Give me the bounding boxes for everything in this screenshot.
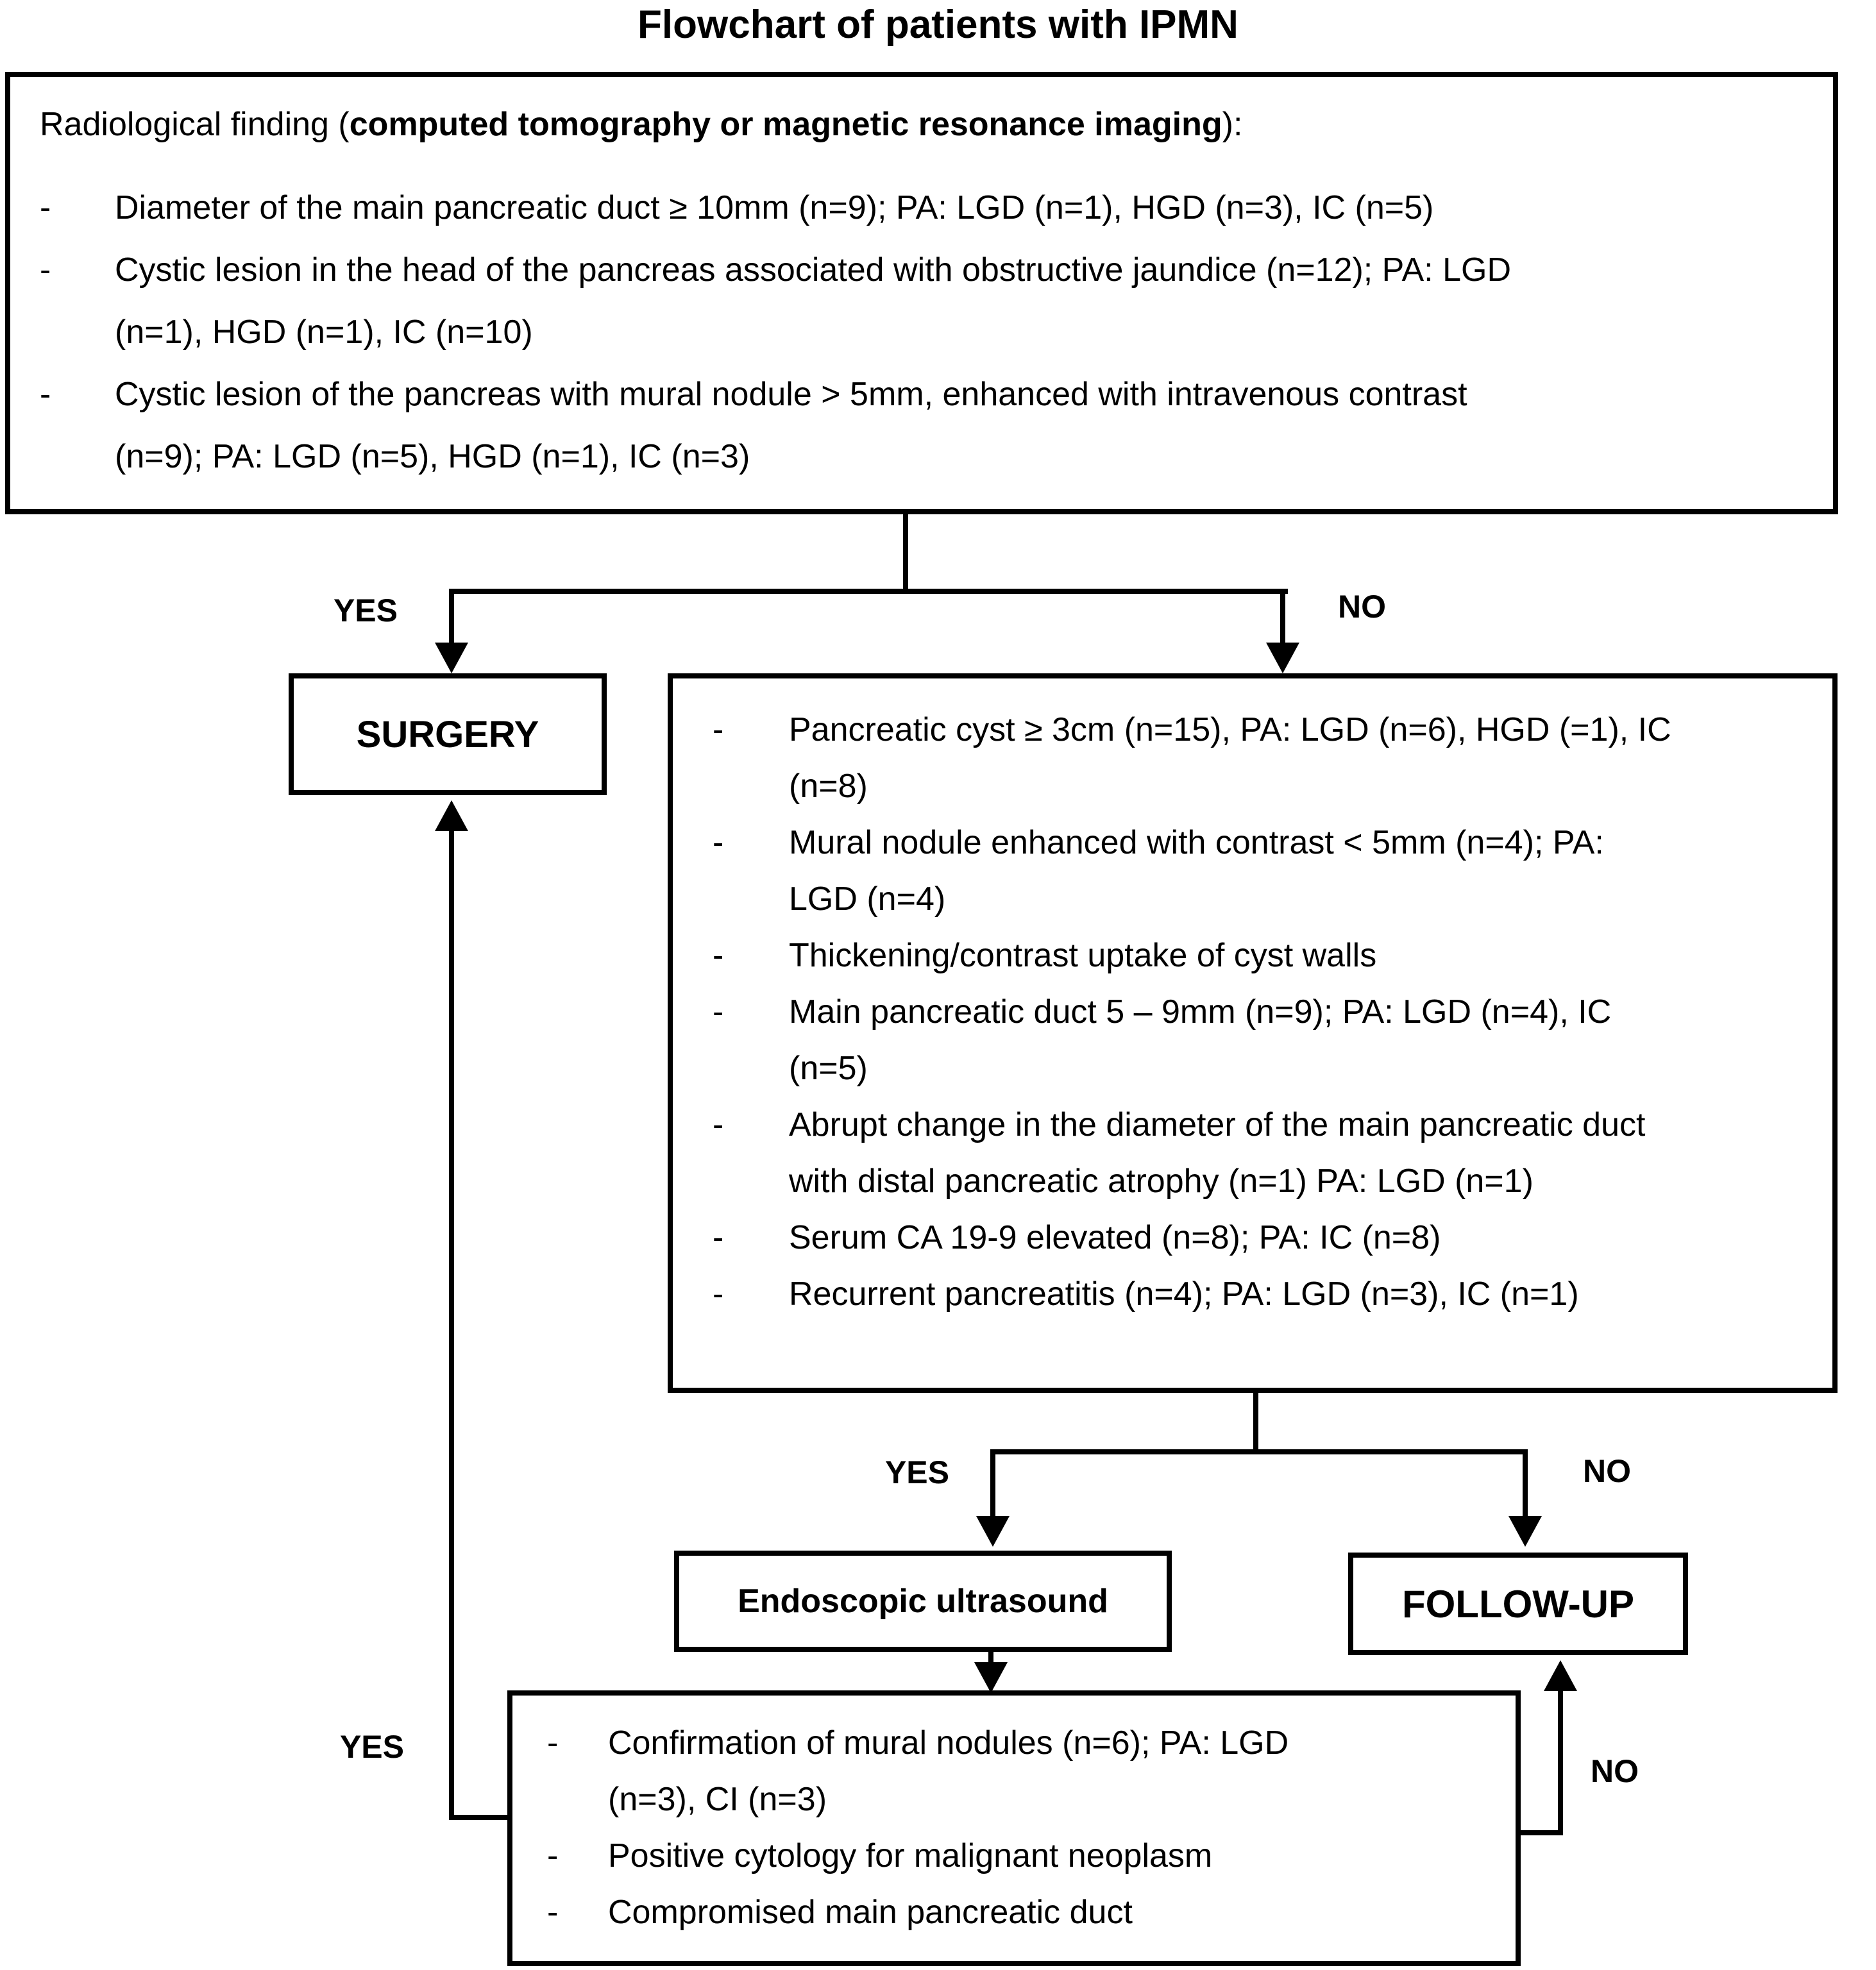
followup-label: FOLLOW-UP: [1401, 1582, 1635, 1626]
list-item: - Mural nodule enhanced with contrast < …: [713, 814, 1814, 927]
bullet-marker: -: [713, 711, 724, 748]
radiological-findings-box: Radiological finding (computed tomograph…: [5, 72, 1838, 514]
eus-finding-mural-nodules: Confirmation of mural nodules (n=6); PA:…: [608, 1724, 1289, 1818]
arrowhead-to-criteria: [1266, 643, 1299, 673]
arrowhead-to-surgery-return: [435, 800, 468, 831]
branch2-no-label: NO: [1583, 1453, 1631, 1489]
surgery-box: SURGERY: [289, 673, 607, 795]
criterion-abrupt-change: Abrupt change in the diameter of the mai…: [789, 1106, 1646, 1200]
radiological-findings-heading: Radiological finding (computed tomograph…: [40, 94, 1818, 155]
heading-bold-modalities: computed tomography or magnetic resonanc…: [349, 106, 1222, 143]
branch2-yes-label: YES: [884, 1454, 949, 1490]
arrowhead-to-followup: [1508, 1516, 1542, 1547]
list-item: - Compromised main pancreatic duct: [547, 1884, 1500, 1941]
page-title: Flowchart of patients with IPMN: [638, 3, 1238, 47]
connector-branch2-no-drop: [1523, 1449, 1528, 1516]
bullet-marker: -: [713, 1219, 724, 1256]
criterion-pancreatitis: Recurrent pancreatitis (n=4); PA: LGD (n…: [789, 1275, 1579, 1313]
connector-yes-return-vertical: [449, 831, 454, 1820]
eus-no-label: NO: [1591, 1753, 1639, 1789]
list-item: - Cystic lesion in the head of the pancr…: [40, 239, 1818, 364]
bullet-marker: -: [713, 1106, 724, 1143]
connector-no-return-vertical: [1558, 1690, 1563, 1835]
branch1-yes-label: YES: [333, 593, 398, 628]
list-item: - Abrupt change in the diameter of the m…: [713, 1097, 1814, 1209]
connector-branch2-bar: [990, 1449, 1528, 1454]
connector-branch1-no-drop: [1280, 589, 1285, 643]
arrowhead-to-surgery: [435, 643, 468, 673]
connector-branch1-stem: [903, 514, 908, 594]
bullet-marker: -: [547, 1724, 559, 1762]
bullet-marker: -: [40, 376, 51, 413]
connector-branch1-bar: [449, 589, 1288, 594]
bullet-marker: -: [547, 1894, 559, 1931]
branch1-no-label: NO: [1338, 589, 1386, 625]
connector-branch2-yes-drop: [990, 1449, 995, 1516]
eus-yes-label: YES: [339, 1729, 404, 1765]
criterion-main-duct: Main pancreatic duct 5 – 9mm (n=9); PA: …: [789, 993, 1612, 1087]
arrowhead-to-eus-findings: [974, 1662, 1008, 1693]
surgery-label: SURGERY: [356, 713, 539, 755]
bullet-marker: -: [713, 1275, 724, 1313]
list-item: - Recurrent pancreatitis (n=4); PA: LGD …: [713, 1266, 1814, 1322]
connector-branch1-yes-drop: [449, 589, 454, 643]
finding-mural-nodule: Cystic lesion of the pancreas with mural…: [115, 376, 1467, 475]
connector-yes-return-horizontal: [449, 1815, 507, 1820]
bullet-marker: -: [713, 824, 724, 861]
eus-finding-cytology: Positive cytology for malignant neoplasm: [608, 1837, 1213, 1874]
bullet-marker: -: [547, 1837, 559, 1874]
finding-cystic-lesion-head: Cystic lesion in the head of the pancrea…: [115, 251, 1511, 351]
finding-duct-diameter: Diameter of the main pancreatic duct ≥ 1…: [115, 189, 1434, 226]
criterion-ca19-9: Serum CA 19-9 elevated (n=8); PA: IC (n=…: [789, 1219, 1441, 1256]
bullet-marker: -: [713, 993, 724, 1031]
criterion-pancreatic-cyst: Pancreatic cyst ≥ 3cm (n=15), PA: LGD (n…: [789, 711, 1671, 805]
bullet-marker: -: [40, 251, 51, 289]
criterion-thickening: Thickening/contrast uptake of cyst walls: [789, 937, 1377, 974]
connector-no-return-horizontal: [1521, 1830, 1563, 1835]
arrowhead-to-eus: [976, 1516, 1010, 1547]
endoscopic-ultrasound-box: Endoscopic ultrasound: [674, 1551, 1172, 1652]
list-item: - Main pancreatic duct 5 – 9mm (n=9); PA…: [713, 984, 1814, 1097]
heading-prefix: Radiological finding (: [40, 106, 350, 143]
bullet-marker: -: [40, 189, 51, 226]
endoscopic-ultrasound-label: Endoscopic ultrasound: [738, 1583, 1108, 1620]
arrowhead-to-followup-return: [1544, 1660, 1577, 1691]
list-item: - Diameter of the main pancreatic duct ≥…: [40, 177, 1818, 239]
list-item: - Thickening/contrast uptake of cyst wal…: [713, 927, 1814, 984]
heading-suffix: ):: [1222, 106, 1243, 143]
criterion-mural-nodule: Mural nodule enhanced with contrast < 5m…: [789, 824, 1604, 918]
followup-box: FOLLOW-UP: [1348, 1553, 1688, 1655]
list-item: - Pancreatic cyst ≥ 3cm (n=15), PA: LGD …: [713, 702, 1814, 814]
connector-eus-to-findings: [988, 1652, 993, 1665]
connector-branch2-stem: [1253, 1393, 1258, 1454]
list-item: - Cystic lesion of the pancreas with mur…: [40, 364, 1818, 488]
bullet-marker: -: [713, 937, 724, 974]
list-item: - Positive cytology for malignant neopla…: [547, 1828, 1500, 1884]
list-item: - Confirmation of mural nodules (n=6); P…: [547, 1715, 1500, 1828]
eus-finding-compromised-duct: Compromised main pancreatic duct: [608, 1894, 1133, 1931]
worrisome-features-box: - Pancreatic cyst ≥ 3cm (n=15), PA: LGD …: [668, 673, 1838, 1393]
eus-findings-box: - Confirmation of mural nodules (n=6); P…: [507, 1690, 1521, 1966]
list-item: - Serum CA 19-9 elevated (n=8); PA: IC (…: [713, 1209, 1814, 1266]
